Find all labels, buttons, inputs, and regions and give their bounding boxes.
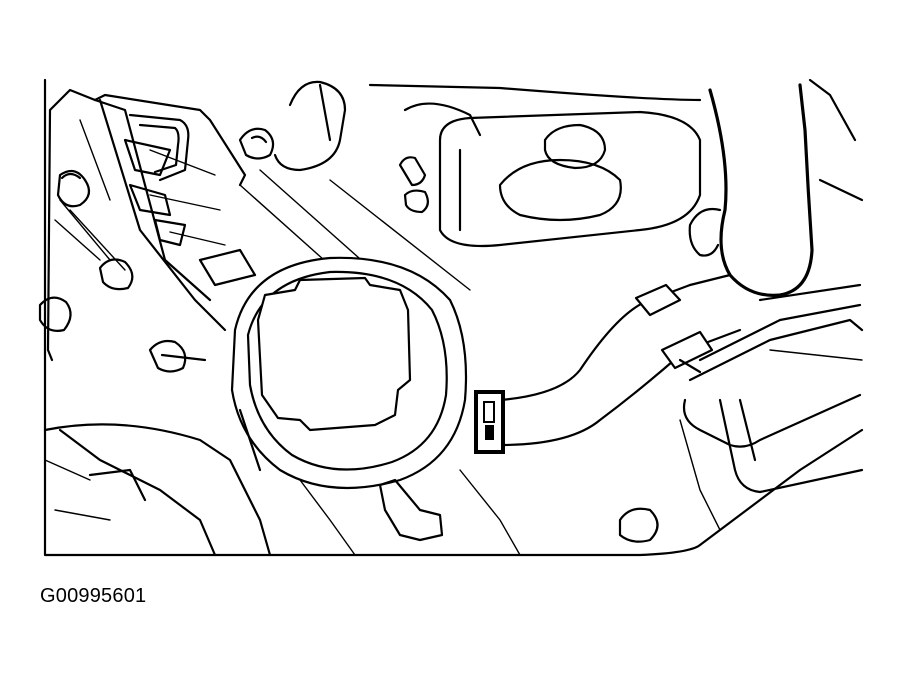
right-components [618, 303, 864, 543]
figure-code: G00995601 [40, 585, 147, 607]
brake-line-bracket [93, 93, 247, 247]
harness-clip [474, 390, 505, 454]
illustration-border [43, 78, 864, 557]
engine-block-left [38, 88, 227, 362]
wire-harness [498, 273, 742, 447]
lower-bracket [43, 248, 521, 557]
intake-duct [688, 78, 864, 302]
reservoir-cap [256, 276, 412, 432]
upper-hose [238, 80, 347, 172]
